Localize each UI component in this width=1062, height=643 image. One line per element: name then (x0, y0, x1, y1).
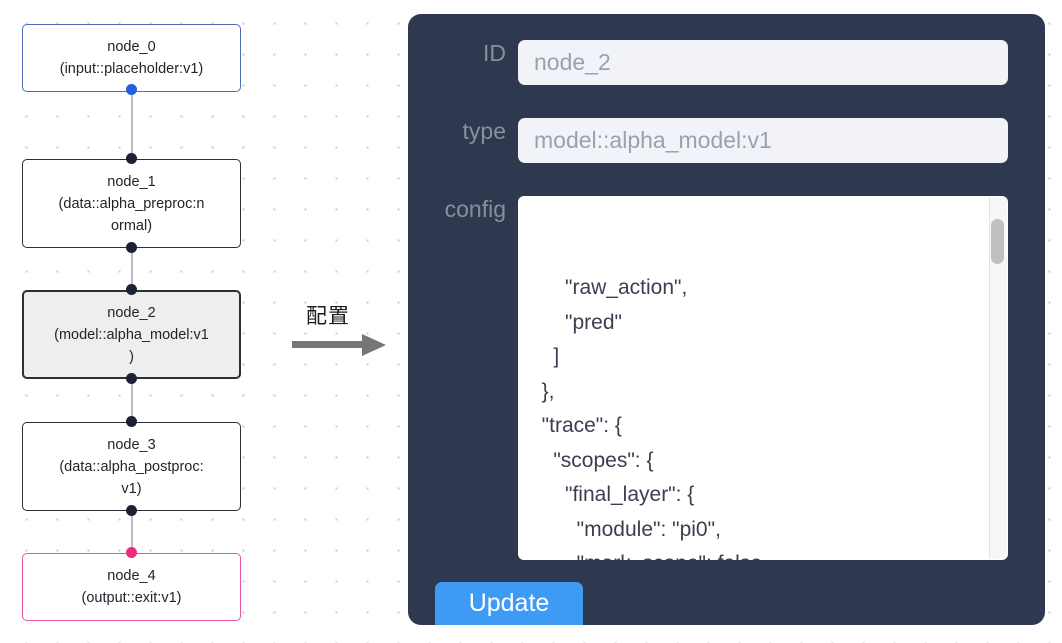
edge-node1-node2 (131, 245, 133, 315)
id-field-label: ID (483, 40, 506, 66)
graph-node-node_0[interactable]: node_0 (input::placeholder:v1) (22, 24, 241, 92)
node-handle-node_4-target[interactable] (126, 547, 137, 558)
type-field-label: type (462, 118, 506, 144)
edge-node0-node1 (131, 90, 133, 160)
field-row-type: type (408, 118, 1045, 163)
node-config-panel: ID type config "raw_action", "pred" ] },… (408, 14, 1045, 625)
config-textarea[interactable]: "raw_action", "pred" ] }, "trace": { "sc… (518, 196, 1008, 560)
graph-node-node_4[interactable]: node_4 (output::exit:v1) (22, 553, 241, 621)
graph-node-label: node_1 (data::alpha_preproc:n ormal) (58, 173, 205, 234)
config-scrollbar-thumb[interactable] (991, 219, 1004, 264)
field-row-id: ID (408, 40, 1045, 85)
node-handle-node_2-source[interactable] (126, 373, 137, 384)
config-textarea-content: "raw_action", "pred" ] }, "trace": { "sc… (541, 276, 762, 560)
graph-node-label: node_4 (output::exit:v1) (81, 568, 182, 606)
right-arrow-icon (292, 332, 388, 363)
edge-node3-node4 (131, 508, 133, 553)
type-input[interactable] (518, 118, 1008, 163)
config-field-label: config (444, 196, 506, 222)
node-handle-node_3-source[interactable] (126, 505, 137, 516)
update-button[interactable]: Update (435, 582, 583, 625)
id-input[interactable] (518, 40, 1008, 85)
graph-node-label: node_2 (model::alpha_model:v1 ) (54, 304, 209, 365)
graph-node-node_1[interactable]: node_1 (data::alpha_preproc:n ormal) (22, 159, 241, 248)
node-handle-node_2-target[interactable] (126, 284, 137, 295)
graph-node-label: node_0 (input::placeholder:v1) (59, 39, 204, 77)
graph-node-node_3[interactable]: node_3 (data::alpha_postproc: v1) (22, 422, 241, 511)
node-handle-node_1-target[interactable] (126, 153, 137, 164)
edge-node2-node3 (131, 375, 133, 425)
node-handle-node_0-source[interactable] (126, 84, 137, 95)
config-scrollbar-track[interactable] (989, 197, 1007, 559)
annotation-label: 配置 (306, 304, 350, 328)
graph-node-label: node_3 (data::alpha_postproc: v1) (59, 436, 204, 497)
graph-node-node_2[interactable]: node_2 (model::alpha_model:v1 ) (22, 290, 241, 379)
resize-handle-icon[interactable] (988, 541, 1006, 559)
node-handle-node_3-target[interactable] (126, 416, 137, 427)
field-row-config: config "raw_action", "pred" ] }, "trace"… (408, 196, 1045, 560)
node-handle-node_1-source[interactable] (126, 242, 137, 253)
